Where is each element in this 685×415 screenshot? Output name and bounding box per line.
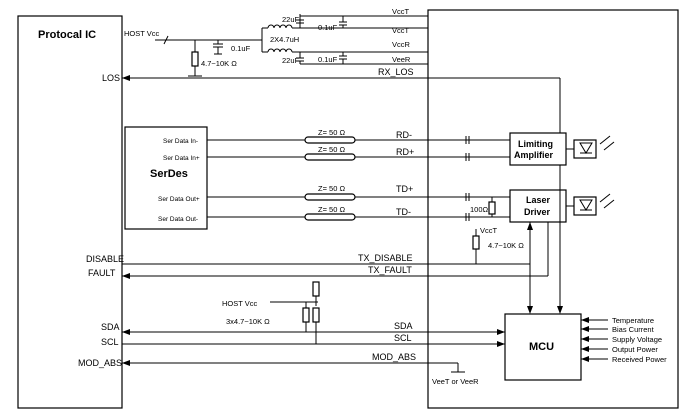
received-power-label: Received Power (612, 355, 667, 364)
vccr-label: VccR (392, 40, 411, 49)
serdes-block (124, 126, 208, 230)
z50-3-label: Z= 50 Ω (318, 184, 345, 193)
mcu-label: MCU (529, 341, 554, 353)
res-mid-label: 3x4.7~10K Ω (226, 317, 270, 326)
sda-right-label: SDA (394, 321, 413, 331)
res-mid-top (312, 281, 320, 297)
limiting-amplifier-block (509, 132, 567, 166)
output-power-label: Output Power (612, 345, 658, 354)
vcct2-label: VccT (392, 26, 410, 35)
laser-label-1: Laser (526, 195, 551, 205)
vee-t-or-label: VeeT or VeeR (432, 377, 479, 386)
tx-disable-label: TX_DISABLE (358, 253, 413, 263)
res-top (191, 51, 199, 67)
cap-22u-bottom-label: 22uF (282, 56, 300, 65)
temperature-label: Temperature (612, 316, 654, 325)
rx-los-label: RX_LOS (378, 67, 414, 77)
laser-driver-block (509, 189, 567, 223)
tx-fault-label: TX_FAULT (368, 265, 412, 275)
tline-rd-minus (304, 136, 356, 144)
cap-01u-top-label: 0.1uF (318, 23, 338, 32)
tline-td-minus (304, 213, 356, 221)
los-label: LOS (102, 73, 120, 83)
td-plus-label: TD+ (396, 184, 413, 194)
inductor-bottom (267, 48, 293, 53)
light-out-arrow-1 (599, 193, 611, 203)
td-minus-label: TD- (396, 207, 411, 217)
laser-label-2: Driver (524, 207, 551, 217)
res-top-label: 4.7~10K Ω (201, 59, 237, 68)
host-vcc-mid-label: HOST Vcc (222, 299, 258, 308)
res-mid-left (302, 307, 310, 323)
bias-current-label: Bias Current (612, 325, 655, 334)
supply-voltage-label: Supply Voltage (612, 335, 662, 344)
scl-label: SCL (101, 337, 119, 347)
veer-label: VeeR (392, 55, 411, 64)
ser-in-plus-label: Ser Data In+ (163, 155, 200, 162)
serdes-label: SerDes (150, 168, 188, 180)
sda-label: SDA (101, 322, 120, 332)
cap-01u-bottom-label: 0.1uF (318, 55, 338, 64)
mod-abs-right-label: MOD_ABS (372, 352, 416, 362)
laser-diode-icon (579, 199, 593, 211)
disable-label: DISABLE (86, 254, 124, 264)
rd-minus-label: RD- (396, 130, 412, 140)
cap-01u-left-label: 0.1uF (231, 44, 251, 53)
z50-2-label: Z= 50 Ω (318, 145, 345, 154)
res-driver-label: 4.7~10K Ω (488, 241, 524, 250)
res-mid-right (312, 307, 320, 323)
scl-right-label: SCL (394, 333, 412, 343)
res-100-ohm (488, 201, 496, 215)
r100-label: 100Ω (470, 205, 489, 214)
tline-rd-plus (304, 153, 356, 161)
ser-out-plus-label: Ser Data Out+ (158, 196, 200, 203)
z50-4-label: Z= 50 Ω (318, 205, 345, 214)
inductor-top (267, 24, 293, 29)
mod-abs-label: MOD_ABS (78, 358, 122, 368)
fault-arrow (122, 273, 130, 279)
fault-label: FAULT (88, 268, 116, 278)
light-in-arrow-2 (603, 141, 615, 151)
inductor-label: 2X4.7uH (270, 35, 299, 44)
light-in-arrow-1 (599, 135, 611, 145)
protocol-ic-label: Protocal IC (38, 29, 96, 41)
limiting-label-2: Amplifier (514, 150, 554, 160)
los-arrow (122, 75, 130, 81)
ser-in-minus-label: Ser Data In- (163, 138, 198, 145)
cap-22u-top-label: 22uF (282, 15, 300, 24)
vcct-driver-label: VccT (480, 226, 498, 235)
photodiode-icon (579, 142, 593, 154)
rd-plus-label: RD+ (396, 147, 414, 157)
host-vcc-top-label: HOST Vcc (124, 29, 160, 38)
tline-td-plus (304, 193, 356, 201)
limiting-label-1: Limiting (518, 139, 553, 149)
light-out-arrow-2 (603, 199, 615, 209)
vcct-label: VccT (392, 7, 410, 16)
ser-out-minus-label: Ser Data Out- (158, 216, 198, 223)
host-vcc-slash (163, 35, 169, 45)
protocol-ic-block (17, 15, 123, 409)
res-driver (472, 235, 480, 250)
mcu-block (504, 313, 582, 381)
z50-1-label: Z= 50 Ω (318, 128, 345, 137)
